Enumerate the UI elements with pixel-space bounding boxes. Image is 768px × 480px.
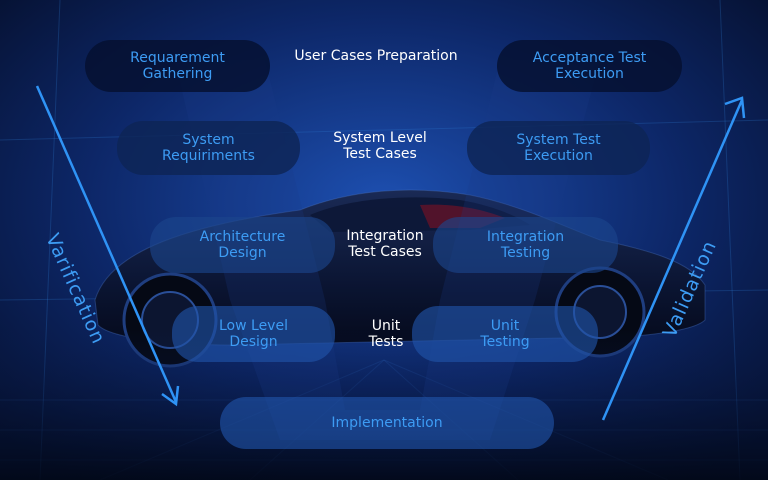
acceptance-test-execution-box: Acceptance Test Execution <box>497 40 682 92</box>
unit-tests-label: Unit Tests <box>368 318 404 350</box>
system-requirements-box: System Requiriments <box>117 121 300 175</box>
integration-testing-label: Integration Testing <box>486 229 565 261</box>
low-level-design-label: Low Level Design <box>219 318 288 350</box>
low-level-design-box: Low Level Design <box>172 306 335 362</box>
architecture-design-box: Architecture Design <box>150 217 335 273</box>
implementation-box: Implementation <box>220 397 554 449</box>
unit-testing-box: Unit Testing <box>412 306 598 362</box>
requirement-gathering-label: Requarement Gathering <box>130 50 225 82</box>
integration-testing-box: Integration Testing <box>433 217 618 273</box>
integration-test-cases-label: Integration Test Cases <box>346 228 424 260</box>
user-cases-preparation-label: User Cases Preparation <box>294 48 458 64</box>
system-requirements-label: System Requiriments <box>162 132 255 164</box>
acceptance-test-execution-label: Acceptance Test Execution <box>532 50 647 82</box>
unit-testing-label: Unit Testing <box>480 318 530 350</box>
system-test-execution-box: System Test Execution <box>467 121 650 175</box>
requirement-gathering-box: Requarement Gathering <box>85 40 270 92</box>
implementation-label: Implementation <box>331 415 443 431</box>
system-test-execution-label: System Test Execution <box>516 132 601 164</box>
system-level-test-cases-label: System Level Test Cases <box>333 130 427 162</box>
architecture-design-label: Architecture Design <box>199 229 286 261</box>
